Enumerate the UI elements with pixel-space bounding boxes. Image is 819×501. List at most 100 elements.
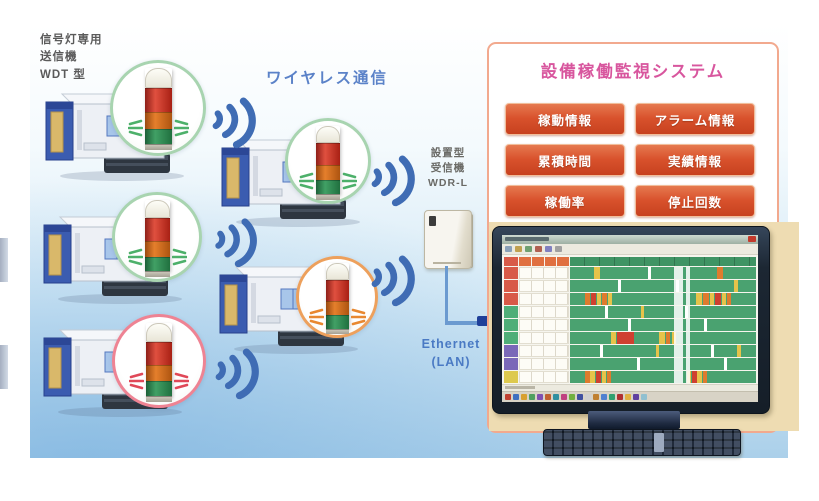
gantt-shift-gap xyxy=(686,358,690,370)
machine-5-tower-highlight xyxy=(296,256,378,338)
gantt-segment xyxy=(665,332,670,344)
gantt-header-cell xyxy=(531,257,544,266)
machine-4-tower-highlight xyxy=(112,314,206,408)
transmitter-label-line1: 信号灯専用 xyxy=(40,34,103,46)
gantt-row-bar xyxy=(570,371,756,383)
gantt-segment xyxy=(711,345,715,357)
tower-segment-red xyxy=(146,341,172,365)
machine-5 xyxy=(218,263,368,355)
taskbar-icon xyxy=(633,394,639,400)
toolbar-icon xyxy=(555,246,562,252)
tower-segment-org xyxy=(144,111,172,129)
gantt-segment xyxy=(584,371,590,383)
gantt-row-9 xyxy=(504,371,756,383)
tower-segment-red xyxy=(144,87,172,112)
gantt-shift-gap xyxy=(686,267,690,279)
machine-3-blink-marks-left xyxy=(298,170,315,197)
machine-2-blink-marks-left xyxy=(127,246,143,273)
taskbar-icon xyxy=(505,394,511,400)
gantt-segment xyxy=(599,345,603,357)
gantt-row-bar xyxy=(570,267,756,279)
transmitter-label: 信号灯専用 送信機 WDT 型 xyxy=(40,32,103,84)
gantt-row-grid xyxy=(519,371,569,383)
gantt-row-grid xyxy=(519,306,569,318)
machine-2-signal-tower-icon xyxy=(144,200,170,278)
gantt-segment xyxy=(648,267,652,279)
gantt-shift-gap xyxy=(686,371,690,383)
app-taskbar xyxy=(502,391,758,402)
gantt-shift-gap xyxy=(686,293,690,305)
gantt-segment xyxy=(636,358,640,370)
tower-segment-base xyxy=(316,193,340,200)
wireless-wave-icon-2 xyxy=(202,210,262,274)
tower-segment-cap xyxy=(144,68,172,88)
panel-button-6[interactable]: 停止回数 xyxy=(635,185,755,217)
tower-segment-red xyxy=(316,143,340,165)
ethernet-plug xyxy=(477,316,494,326)
gantt-segment xyxy=(721,293,727,305)
keyboard-touchpad xyxy=(654,433,664,452)
tower-segment-base xyxy=(325,328,349,335)
gantt-shift-gap xyxy=(674,358,683,370)
machine-3-signal-tower-icon xyxy=(316,125,340,200)
receiver-led-icon xyxy=(429,216,436,226)
gantt-shift-gap xyxy=(686,280,690,292)
machine-5-blink-marks-right xyxy=(350,306,366,333)
app-statusbar xyxy=(502,384,758,391)
wireless-wave-icon-5 xyxy=(358,247,421,314)
gantt-row-grid xyxy=(519,332,569,344)
gantt-segment xyxy=(605,306,609,318)
gantt-header-cell xyxy=(544,257,557,266)
edge-machine-fragment xyxy=(0,238,8,282)
gantt-row-grid xyxy=(519,358,569,370)
gantt-row-grid xyxy=(519,293,569,305)
panel-button-5[interactable]: 稼働率 xyxy=(505,185,625,217)
gantt-shift-gap xyxy=(674,267,683,279)
gantt-row-label xyxy=(504,371,518,383)
gantt-header-row xyxy=(504,257,756,266)
gantt-segment xyxy=(727,293,731,305)
gantt-segment xyxy=(617,332,635,344)
gantt-row-bar xyxy=(570,293,756,305)
gantt-row-4 xyxy=(504,306,756,318)
panel-button-2[interactable]: アラーム情報 xyxy=(635,103,755,135)
taskbar-icon xyxy=(601,394,607,400)
panel-button-4[interactable]: 実績情報 xyxy=(635,144,755,176)
gantt-segment xyxy=(709,293,715,305)
panel-button-3[interactable]: 累積時間 xyxy=(505,144,625,176)
receiver-device xyxy=(424,210,472,269)
gantt-segment xyxy=(724,358,728,370)
gantt-row-5 xyxy=(504,319,756,331)
gantt-segment xyxy=(601,293,608,305)
gantt-header-timeline xyxy=(570,257,756,266)
gantt-shift-gap xyxy=(674,332,683,344)
panel-button-grid: 稼動情報アラーム情報累積時間実績情報稼働率停止回数 xyxy=(505,103,755,217)
gantt-row-7 xyxy=(504,345,756,357)
toolbar-icon xyxy=(515,246,522,252)
machine-5-body-icon xyxy=(219,266,358,354)
panel-button-1[interactable]: 稼動情報 xyxy=(505,103,625,135)
gantt-row-3 xyxy=(504,293,756,305)
gantt-row-bar xyxy=(570,319,756,331)
gantt-row-label xyxy=(504,319,518,331)
gantt-segment xyxy=(691,371,697,383)
app-close-icon xyxy=(748,236,756,242)
toolbar-icon xyxy=(505,246,512,252)
gantt-segment xyxy=(716,267,723,279)
gantt-segment xyxy=(702,371,707,383)
machine-3-blink-marks-right xyxy=(341,170,358,197)
gantt-segment xyxy=(590,371,596,383)
gantt-segment xyxy=(702,293,709,305)
taskbar-icon xyxy=(513,394,519,400)
gantt-row-label xyxy=(504,345,518,357)
gantt-segment xyxy=(594,267,600,279)
ethernet-label-line2: (LAN) xyxy=(431,354,471,369)
machine-5-signal-tower-icon xyxy=(325,263,349,335)
wireless-wave-icon-3 xyxy=(358,147,421,214)
gantt-segment xyxy=(697,371,703,383)
app-titlebar xyxy=(502,235,758,244)
taskbar-icon xyxy=(561,394,567,400)
wireless-communication-label: ワイヤレス通信 xyxy=(266,70,389,87)
gantt-segment xyxy=(596,293,601,305)
taskbar-icon xyxy=(529,394,535,400)
